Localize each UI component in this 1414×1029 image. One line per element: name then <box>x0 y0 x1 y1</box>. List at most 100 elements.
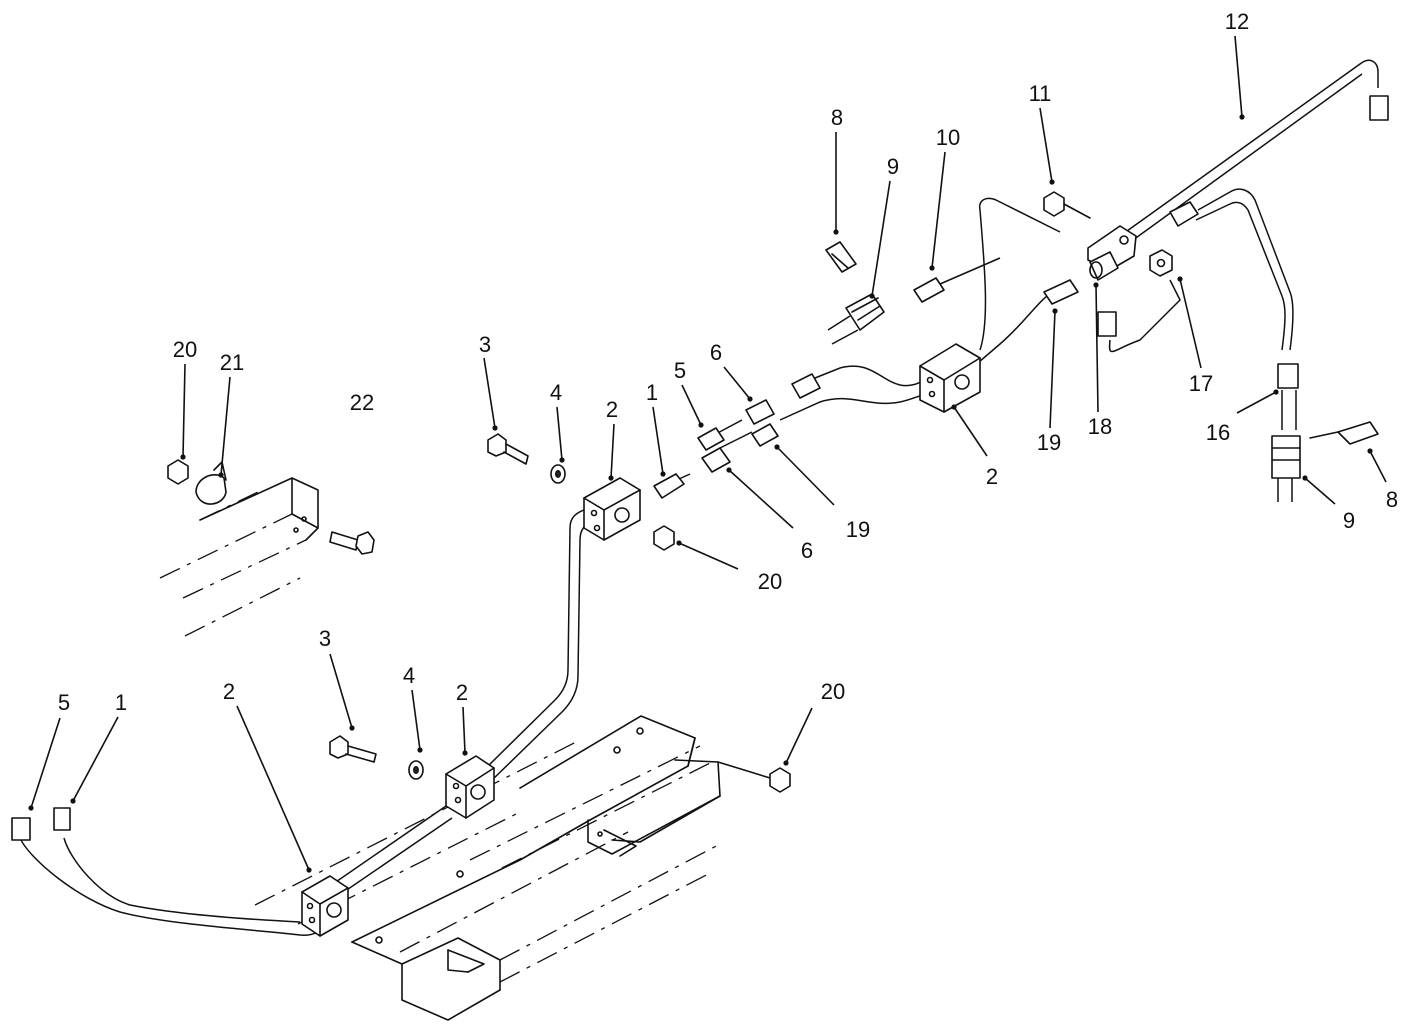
callout-dot-c2a <box>608 475 614 481</box>
clamp-lower-left <box>301 875 349 937</box>
callout-leader-c5b <box>30 717 61 809</box>
callout-dot-c3a <box>492 425 498 431</box>
callout-label-c10: 10 <box>936 125 960 150</box>
main-frame-rail <box>254 715 771 1021</box>
callout-dot-c6a <box>747 396 753 402</box>
callout-label-c4a: 4 <box>550 380 562 405</box>
callout-dot-c8b <box>1367 448 1373 454</box>
bolt-lower <box>329 735 377 763</box>
callout-dot-c20b <box>676 540 682 546</box>
callout-label-c9b: 9 <box>1343 508 1355 533</box>
callout-label-c8b: 8 <box>1386 487 1398 512</box>
callout-dot-c21 <box>218 472 224 478</box>
callout-label-c16: 16 <box>1206 420 1230 445</box>
callout-label-c2c: 2 <box>456 680 468 705</box>
callout-dot-c1a <box>660 471 666 477</box>
callout-dot-c5b <box>28 805 34 811</box>
clamp-upper-left <box>583 477 641 541</box>
callout-label-c3b: 3 <box>319 626 331 651</box>
callout-label-c2a: 2 <box>606 397 618 422</box>
callout-leader-c3b <box>329 653 353 729</box>
bolt-22 <box>329 531 375 555</box>
callout-leader-c5a <box>681 384 702 426</box>
callout-dot-c20a <box>180 454 186 460</box>
callout-label-c5a: 5 <box>674 358 686 383</box>
clamp-upper-right <box>919 343 981 413</box>
callout-leader-c2d <box>236 705 310 871</box>
callout-dot-c6b <box>726 467 732 473</box>
clip-8-right <box>1309 421 1379 445</box>
callout-leader-c4a <box>556 406 563 461</box>
callout-dot-c16 <box>1273 389 1279 395</box>
hose-right <box>1271 435 1301 479</box>
callout-label-c3a: 3 <box>479 332 491 357</box>
callout-leader-c21 <box>220 376 231 476</box>
callout-dot-c17 <box>1177 276 1183 282</box>
bolt-11 <box>1043 191 1091 219</box>
callout-leader-c12 <box>1234 35 1243 118</box>
callout-leader-c4b <box>411 689 421 751</box>
callout-label-c1b: 1 <box>115 690 127 715</box>
callout-label-c5b: 5 <box>58 690 70 715</box>
clip-21 <box>195 461 227 505</box>
callout-label-c12: 12 <box>1225 9 1249 34</box>
callout-leader-c6a <box>723 366 751 400</box>
callout-leader-c8b <box>1369 450 1387 483</box>
callout-label-c8a: 8 <box>831 105 843 130</box>
bolt-upper <box>487 433 529 465</box>
callout-label-c1a: 1 <box>646 380 658 405</box>
callout-leader-c2c <box>462 706 466 754</box>
callout-dot-c19a <box>774 444 780 450</box>
callout-dot-c19b <box>1052 308 1058 314</box>
callout-dot-c11 <box>1049 179 1055 185</box>
callout-label-c17: 17 <box>1189 371 1213 396</box>
front-cross-member <box>159 477 319 637</box>
callout-dot-c18 <box>1093 282 1099 288</box>
callout-label-c9a: 9 <box>887 154 899 179</box>
callout-label-c20a: 20 <box>173 337 197 362</box>
callout-label-c19a: 19 <box>846 517 870 542</box>
callout-dot-c3b <box>349 725 355 731</box>
callout-dot-c2d <box>306 867 312 873</box>
washer-lower <box>408 760 424 780</box>
clamp-lower-mid <box>445 755 495 819</box>
tee-block <box>1087 225 1137 281</box>
callout-leader-c20b <box>678 542 739 570</box>
callout-leader-c19b <box>1049 310 1056 429</box>
callout-leader-c19a <box>776 446 835 506</box>
callout-dot-c5a <box>698 422 704 428</box>
callout-leader-c18 <box>1095 284 1099 413</box>
hose-upper <box>845 293 885 331</box>
callout-dot-c1b <box>70 798 76 804</box>
callout-dot-c2c <box>462 750 468 756</box>
callout-dot-c2b <box>951 404 957 410</box>
callout-label-c6a: 6 <box>710 340 722 365</box>
callout-leader-c3a <box>483 357 496 429</box>
callout-label-c2d: 2 <box>223 679 235 704</box>
callout-leader-c1a <box>652 406 664 475</box>
end-fittings-lower-left <box>11 807 71 841</box>
callout-leader-c20a <box>182 363 186 458</box>
callout-leader-c20c <box>785 707 813 764</box>
callout-label-c18: 18 <box>1088 414 1112 439</box>
callout-label-c6b: 6 <box>801 538 813 563</box>
callout-leader-c9b <box>1304 477 1336 505</box>
callout-dot-c9a <box>869 293 875 299</box>
clip-8-upper <box>825 241 857 273</box>
callout-leader-c16 <box>1236 391 1277 414</box>
callout-leader-c1b <box>72 716 119 802</box>
callout-dot-c4b <box>417 747 423 753</box>
callout-label-c2b: 2 <box>986 464 998 489</box>
brake-lines <box>19 59 1379 936</box>
callout-label-c19b: 19 <box>1037 430 1061 455</box>
callout-dot-c4a <box>559 457 565 463</box>
callout-label-c20c: 20 <box>821 679 845 704</box>
callout-dot-c12 <box>1239 114 1245 120</box>
callout-leader-c9a <box>871 180 891 297</box>
callout-dot-c8a <box>833 229 839 235</box>
callout-label-c22: 22 <box>350 390 374 415</box>
callout-leader-c17 <box>1179 278 1202 369</box>
nut-17 <box>1149 249 1173 277</box>
